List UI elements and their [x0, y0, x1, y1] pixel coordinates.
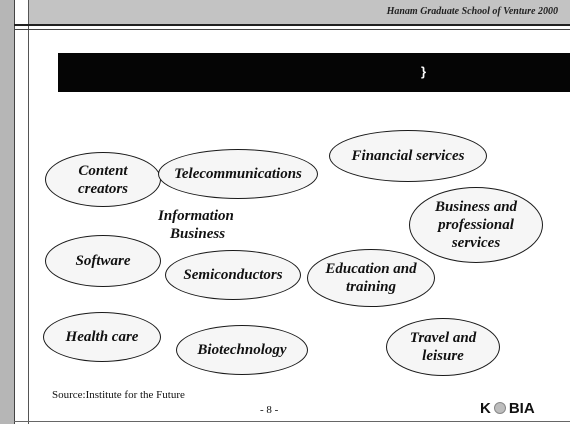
logo-dot-icon	[493, 402, 506, 414]
oval-software: Software	[45, 235, 161, 287]
oval-health-care: Health care	[43, 312, 161, 362]
oval-content-creators: Content creators	[45, 152, 161, 207]
page-number: - 8 -	[260, 404, 279, 416]
oval-business-professional: Business and professional services	[409, 187, 543, 263]
header-rule-thin	[14, 29, 570, 30]
header-rule	[14, 24, 570, 26]
oval-biotechnology: Biotechnology	[176, 325, 308, 375]
header-band	[29, 0, 570, 24]
oval-label: Biotechnology	[197, 342, 287, 358]
frame-edge	[14, 0, 15, 424]
oval-label: Travel and leisure	[409, 330, 477, 364]
oval-label: Financial services	[351, 148, 465, 164]
oval-label: Content creators	[78, 162, 128, 197]
oval-label: Business and professional services	[434, 199, 518, 251]
business-label: Business	[170, 226, 226, 242]
logo-letter-k: K	[480, 399, 491, 417]
oval-travel-leisure: Travel and leisure	[386, 318, 500, 376]
oval-telecommunications: Telecommunications	[158, 149, 318, 199]
logo-letters-bia: BIA	[508, 399, 535, 417]
oval-semiconductors: Semiconductors	[165, 250, 301, 300]
header-text: Hanam Graduate School of Venture 2000	[386, 6, 558, 17]
banner-mark: }	[421, 64, 427, 79]
source-note: Source:Institute for the Future	[52, 389, 185, 401]
information-label: Information	[158, 208, 234, 224]
oval-label: Education and training	[325, 261, 417, 295]
footer-rule	[14, 421, 570, 422]
title-banner	[58, 53, 570, 92]
left-frame-band	[0, 0, 14, 424]
oval-label: Software	[75, 253, 131, 269]
oval-label: Telecommunications	[174, 166, 302, 182]
oval-label: Health care	[65, 329, 139, 345]
information-business-label: Information Business	[158, 207, 234, 243]
oval-label: Semiconductors	[183, 267, 283, 283]
oval-financial-services: Financial services	[329, 130, 487, 182]
oval-education-training: Education and training	[307, 249, 435, 307]
frame-inner-line	[28, 0, 29, 424]
kobia-logo: K BIA	[480, 396, 535, 420]
